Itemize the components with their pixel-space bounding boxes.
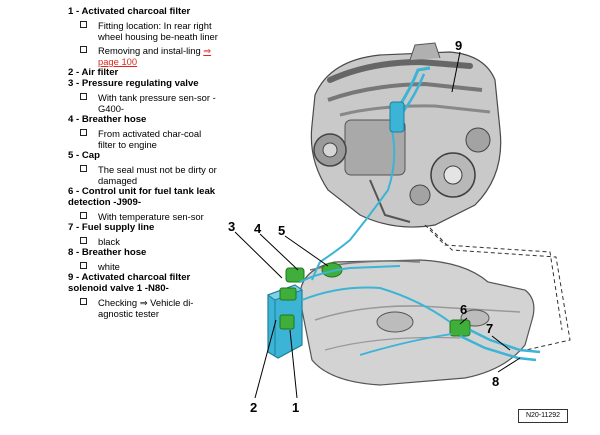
legend-heading: 2 - Air filter — [68, 67, 119, 78]
legend-note: The seal must not be dirty or damaged — [68, 164, 218, 186]
checkbox-bullet-icon — [80, 237, 87, 244]
legend-item-1: 1 - Activated charcoal filter Fitting lo… — [68, 6, 218, 67]
checkbox-bullet-icon — [80, 165, 87, 172]
legend-note: black — [68, 236, 218, 247]
legend-item-6: 6 - Control unit for fuel tank leak dete… — [68, 186, 218, 222]
checkbox-bullet-icon — [80, 212, 87, 219]
legend-note: With temperature sen-sor — [68, 211, 218, 222]
callout-7: 7 — [486, 321, 493, 336]
checkbox-bullet-icon — [80, 93, 87, 100]
callout-6: 6 — [460, 302, 467, 317]
callout-9: 9 — [455, 38, 462, 53]
engine-illustration — [310, 42, 502, 263]
legend-list: 1 - Activated charcoal filter Fitting lo… — [68, 6, 218, 319]
legend-heading: 9 - Activated charcoal filter solenoid v… — [68, 272, 191, 294]
legend-note: white — [68, 261, 218, 272]
legend-note: Removing and instal-ling ⇒ page 100 — [68, 45, 218, 67]
legend-heading: 5 - Cap — [68, 150, 100, 161]
callout-2: 2 — [250, 400, 257, 415]
pressure-regulating-valve-illustration — [285, 267, 305, 283]
legend-item-4: 4 - Breather hose From activated char-co… — [68, 114, 218, 150]
charcoal-filter-illustration — [266, 284, 304, 359]
legend-note: Checking ⇒ Vehicle di-agnostic tester — [68, 297, 218, 319]
legend-item-3: 3 - Pressure regulating valve With tank … — [68, 78, 218, 114]
checkbox-bullet-icon — [80, 129, 87, 136]
callout-5: 5 — [278, 223, 285, 238]
page-link[interactable]: ⇒ page 100 — [98, 45, 212, 67]
legend-heading: 7 - Fuel supply line — [68, 222, 155, 233]
evap-system-illustration: 9 3 4 5 6 7 8 2 1 — [220, 0, 600, 435]
legend-heading: 6 - Control unit for fuel tank leak dete… — [68, 186, 216, 208]
leak-detection-unit-illustration — [449, 319, 471, 337]
legend-note: From activated char-coal filter to engin… — [68, 128, 218, 150]
callout-4: 4 — [254, 221, 262, 236]
legend-heading: 1 - Activated charcoal filter — [68, 6, 191, 17]
legend-item-8: 8 - Breather hose white — [68, 247, 218, 272]
figure-code: N20-11292 — [518, 409, 568, 423]
legend-item-5: 5 - Cap The seal must not be dirty or da… — [68, 150, 218, 186]
checkbox-bullet-icon — [80, 21, 87, 28]
legend-item-7: 7 - Fuel supply line black — [68, 222, 218, 247]
callout-8: 8 — [492, 374, 499, 389]
legend-heading: 4 - Breather hose — [68, 114, 147, 125]
legend-heading: 3 - Pressure regulating valve — [68, 78, 199, 89]
callout-1: 1 — [292, 400, 299, 415]
legend-note: With tank pressure sen-sor -G400- — [68, 92, 218, 114]
illustration-canvas: 9 3 4 5 6 7 8 2 1 — [228, 38, 571, 415]
checkbox-bullet-icon — [80, 46, 87, 53]
legend-item-2: 2 - Air filter — [68, 67, 218, 78]
legend-note: Fitting location: In rear right wheel ho… — [68, 20, 218, 42]
fuel-tank-illustration — [299, 259, 535, 386]
checkbox-bullet-icon — [80, 298, 87, 305]
legend-item-9: 9 - Activated charcoal filter solenoid v… — [68, 272, 218, 319]
checkbox-bullet-icon — [80, 262, 87, 269]
callout-3: 3 — [228, 219, 235, 234]
legend-heading: 8 - Breather hose — [68, 247, 147, 258]
